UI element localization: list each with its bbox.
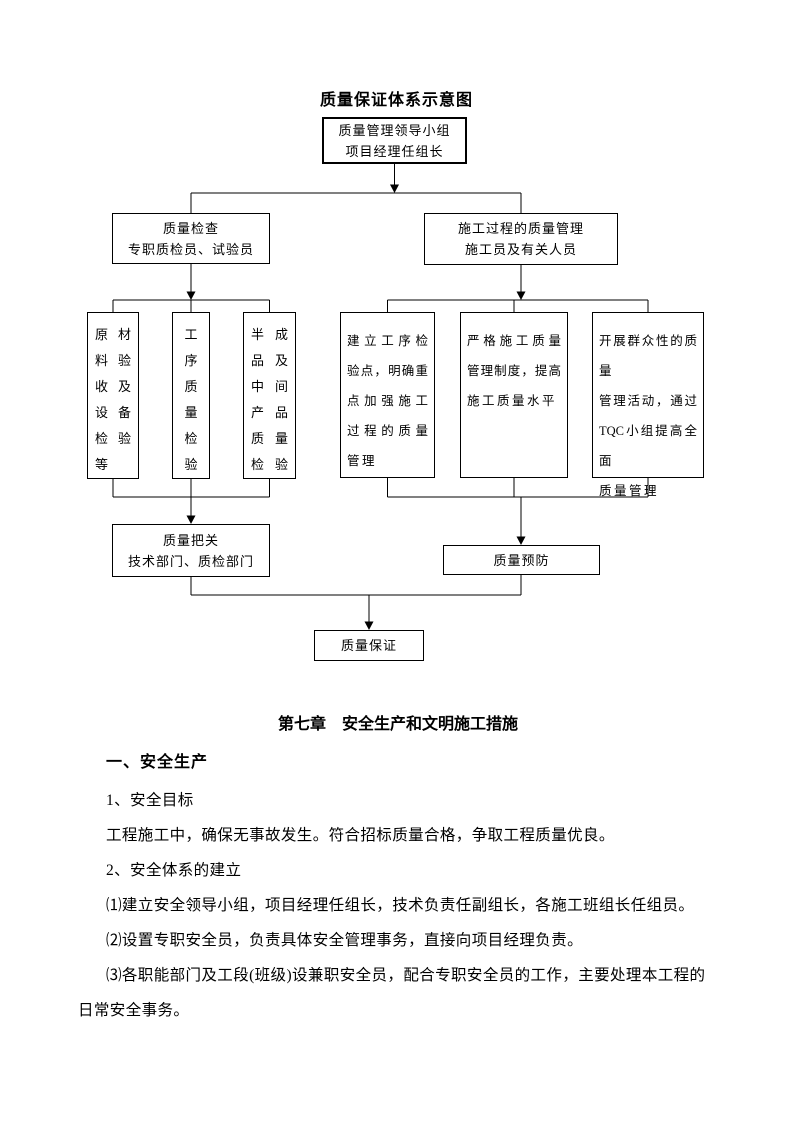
paragraph-safety-goal-body: 工程施工中，确保无事故发生。符合招标质量合格，争取工程质量优良。: [106, 827, 615, 844]
box-strict-quality-system: 严格施工质量管理制度，提高施工质量水平: [460, 312, 568, 478]
box-quality-leadership: 质量管理领导小组项目经理任组长: [322, 117, 467, 164]
box-semi-product-inspection: 半成品及中间产品质量检验: [243, 312, 296, 479]
box-quality-check: 质量检查专职质检员、试验员: [112, 213, 270, 264]
box-quality-assurance: 质量保证: [314, 630, 424, 661]
box-quality-guard: 质量把关技术部门、质检部门: [112, 524, 270, 577]
paragraph-safety-system-item1: ⑴建立安全领导小组，项目经理任组长，技术负责任副组长，各施工班组长任组员。: [106, 897, 695, 914]
box-quality-prevention: 质量预防: [443, 545, 600, 575]
box-material-inspection: 原材料验收及设备检验等: [87, 312, 139, 479]
paragraph-safety-system-item3: ⑶各职能部门及工段(班级)设兼职安全员，配合专职安全员的工作，主要处理本工程的日…: [78, 967, 706, 1019]
box-inspection-points: 建立工序检验点，明确重点加强施工过程的质量管理: [340, 312, 435, 478]
chapter-content: 第七章 安全生产和文明施工措施 一、安全生产 1、安全目标 工程施工中，确保无事…: [78, 714, 718, 1028]
section-heading-safety-production: 一、安全生产: [106, 754, 209, 771]
box-process-quality-mgmt: 施工过程的质量管理施工员及有关人员: [424, 213, 618, 265]
paragraph-safety-system-heading: 2、安全体系的建立: [106, 862, 242, 879]
paragraph-safety-goal-heading: 1、安全目标: [106, 792, 194, 809]
paragraph-safety-system-item2: ⑵设置专职安全员，负责具体安全管理事务，直接向项目经理负责。: [106, 932, 584, 949]
chapter-title: 第七章 安全生产和文明施工措施: [277, 716, 518, 733]
flowchart-connectors: [112, 164, 649, 630]
arrow-down-icon: [186, 184, 526, 630]
box-procedure-inspection: 工序质量检验: [172, 312, 210, 479]
diagram-title: 质量保证体系示意图: [319, 92, 473, 109]
